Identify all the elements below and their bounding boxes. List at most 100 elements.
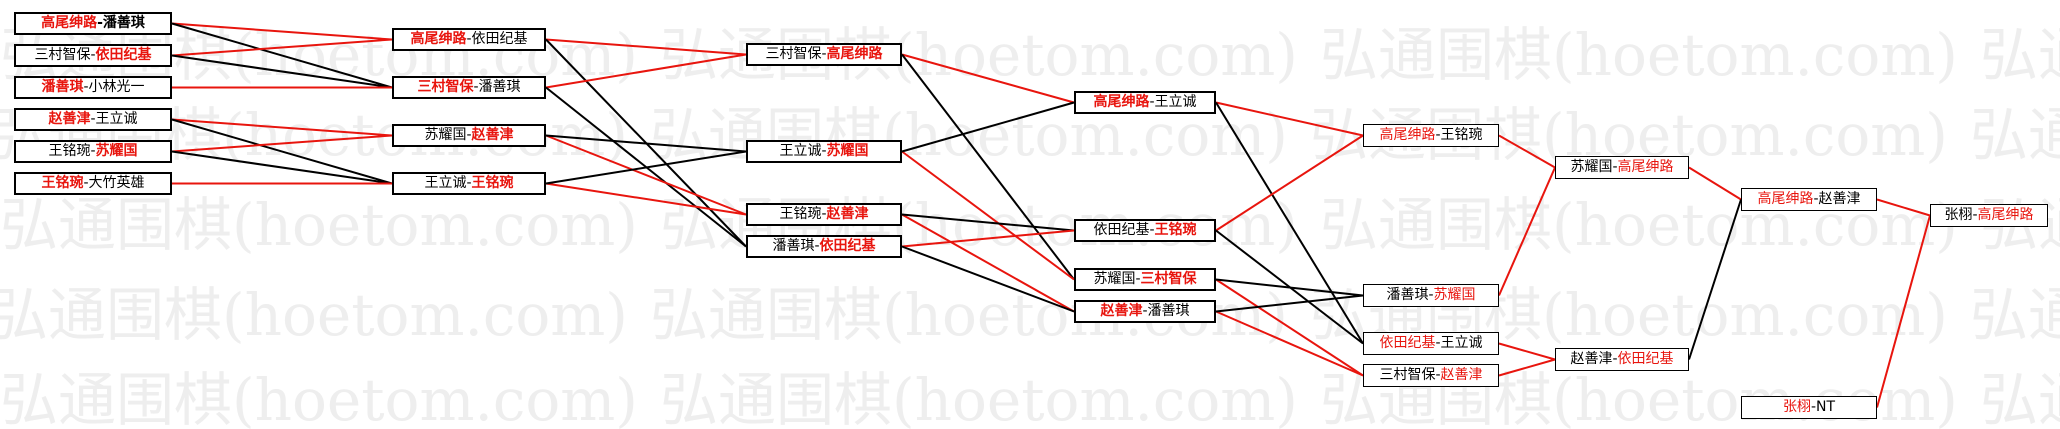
player-name: 赵善津 [1100, 303, 1143, 319]
match-box: 高尾绅路-潘善琪 [14, 12, 172, 35]
match-box: 高尾绅路-王立诚 [1074, 91, 1216, 114]
player-name: 王立诚 [1440, 335, 1483, 351]
player-name: 赵善津 [471, 127, 514, 143]
loser-connector-line [1215, 278, 1364, 297]
player-name: 高尾绅路 [1093, 94, 1150, 110]
match-box: 高尾绅路-赵善津 [1741, 188, 1877, 211]
loser-connector-line [1215, 101, 1364, 345]
player-name: 依田纪基 [1093, 222, 1150, 238]
player-name: 潘善琪 [772, 238, 815, 254]
winner-connector-line [171, 134, 393, 153]
player-name: 三村智保 [1379, 367, 1436, 383]
loser-connector-line [171, 22, 393, 89]
winner-connector-line [901, 213, 1075, 313]
match-box: 高尾绅路-依田纪基 [392, 28, 546, 51]
player-name: 苏耀国 [1093, 271, 1136, 287]
player-name: 三村智保 [765, 46, 822, 62]
player-name: 依田纪基 [1617, 351, 1674, 367]
player-name: 张栩 [1782, 399, 1811, 415]
match-box: 张栩-NT [1741, 396, 1877, 419]
player-name: 王立诚 [779, 143, 822, 159]
match-box: 苏耀国-三村智保 [1074, 268, 1216, 291]
player-name: 高尾绅路 [826, 46, 883, 62]
player-name: 王立诚 [424, 175, 467, 191]
winner-connector-line [1215, 278, 1364, 377]
player-name: 王铭琬 [1154, 222, 1197, 238]
match-box: 王立诚-苏耀国 [746, 140, 902, 163]
winner-connector-line [545, 182, 747, 216]
match-box: 王铭琬-大竹英雄 [14, 172, 172, 195]
winner-connector-line [901, 150, 1075, 281]
match-box: 赵善津-依田纪基 [1555, 348, 1689, 371]
match-box: 高尾绅路-王铭琬 [1363, 124, 1499, 147]
winner-connector-line [545, 53, 747, 89]
winner-connector-line [171, 22, 393, 41]
match-box: 王立诚-王铭琬 [392, 172, 546, 195]
loser-connector-line [171, 54, 393, 89]
player-name: 王铭琬 [41, 175, 84, 191]
player-name: 三村智保 [417, 79, 474, 95]
player-name: 小林光一 [88, 79, 145, 95]
player-name: 赵善津 [826, 206, 869, 222]
winner-connector-line [171, 118, 393, 137]
match-box: 王铭琬-苏耀国 [14, 140, 172, 163]
winner-connector-line [545, 134, 747, 216]
player-name: 潘善琪 [1386, 287, 1429, 303]
player-name: 潘善琪 [1147, 303, 1190, 319]
winner-connector-line [1498, 342, 1556, 361]
match-box: 赵善津-潘善琪 [1074, 300, 1216, 323]
match-box: 依田纪基-王铭琬 [1074, 219, 1216, 242]
player-name: 潘善琪 [41, 79, 84, 95]
player-name: 赵善津 [1440, 367, 1483, 383]
loser-connector-line [171, 118, 393, 185]
player-name: 王铭琬 [779, 206, 822, 222]
match-box: 三村智保-依田纪基 [14, 44, 172, 67]
player-name: 依田纪基 [95, 47, 152, 63]
player-name: 依田纪基 [819, 238, 876, 254]
match-box: 三村智保-赵善津 [1363, 364, 1499, 387]
winner-connector-line [1688, 166, 1742, 201]
winner-connector-line [901, 229, 1075, 248]
player-name: 苏耀国 [95, 143, 138, 159]
player-name: 赵善津 [1818, 191, 1861, 207]
player-name: 高尾绅路 [1379, 127, 1436, 143]
loser-connector-line [901, 245, 1075, 313]
player-name: 高尾绅路 [1757, 191, 1814, 207]
match-box: 苏耀国-高尾绅路 [1555, 156, 1689, 179]
winner-connector-line [171, 38, 393, 57]
player-name: 赵善津 [48, 111, 91, 127]
match-box: 依田纪基-王立诚 [1363, 332, 1499, 355]
match-box: 三村智保-潘善琪 [392, 76, 546, 99]
loser-connector-line [1215, 294, 1364, 313]
player-name: 依田纪基 [1379, 335, 1436, 351]
player-name: 张栩 [1944, 207, 1973, 223]
player-name: 高尾绅路 [41, 15, 98, 31]
loser-connector-line [901, 213, 1075, 232]
match-box: 潘善琪-苏耀国 [1363, 284, 1499, 307]
player-name: 苏耀国 [826, 143, 869, 159]
match-box: 苏耀国-赵善津 [392, 124, 546, 147]
player-name: 王铭琬 [1440, 127, 1483, 143]
winner-connector-line [1215, 310, 1364, 377]
player-name: 苏耀国 [1570, 159, 1613, 175]
match-box: 张栩-高尾绅路 [1930, 204, 2048, 227]
player-name: 潘善琪 [102, 15, 145, 31]
player-name: 潘善琪 [478, 79, 521, 95]
loser-connector-line [545, 150, 747, 185]
winner-connector-line [1876, 198, 1931, 217]
player-name: 苏耀国 [424, 127, 467, 143]
player-name: 三村智保 [1140, 271, 1197, 287]
loser-connector-line [545, 134, 747, 153]
winner-connector-line [545, 38, 747, 56]
loser-connector-line [901, 53, 1075, 281]
loser-connector-line [171, 150, 393, 185]
winner-connector-line [1498, 134, 1556, 169]
player-name: NT [1816, 399, 1836, 415]
winner-connector-line [1876, 215, 1931, 408]
player-name: 赵善津 [1570, 351, 1613, 367]
player-name: 大竹英雄 [88, 175, 145, 191]
match-box: 王铭琬-赵善津 [746, 203, 902, 226]
player-name: 三村智保 [34, 47, 91, 63]
match-box: 赵善津-王立诚 [14, 108, 172, 131]
